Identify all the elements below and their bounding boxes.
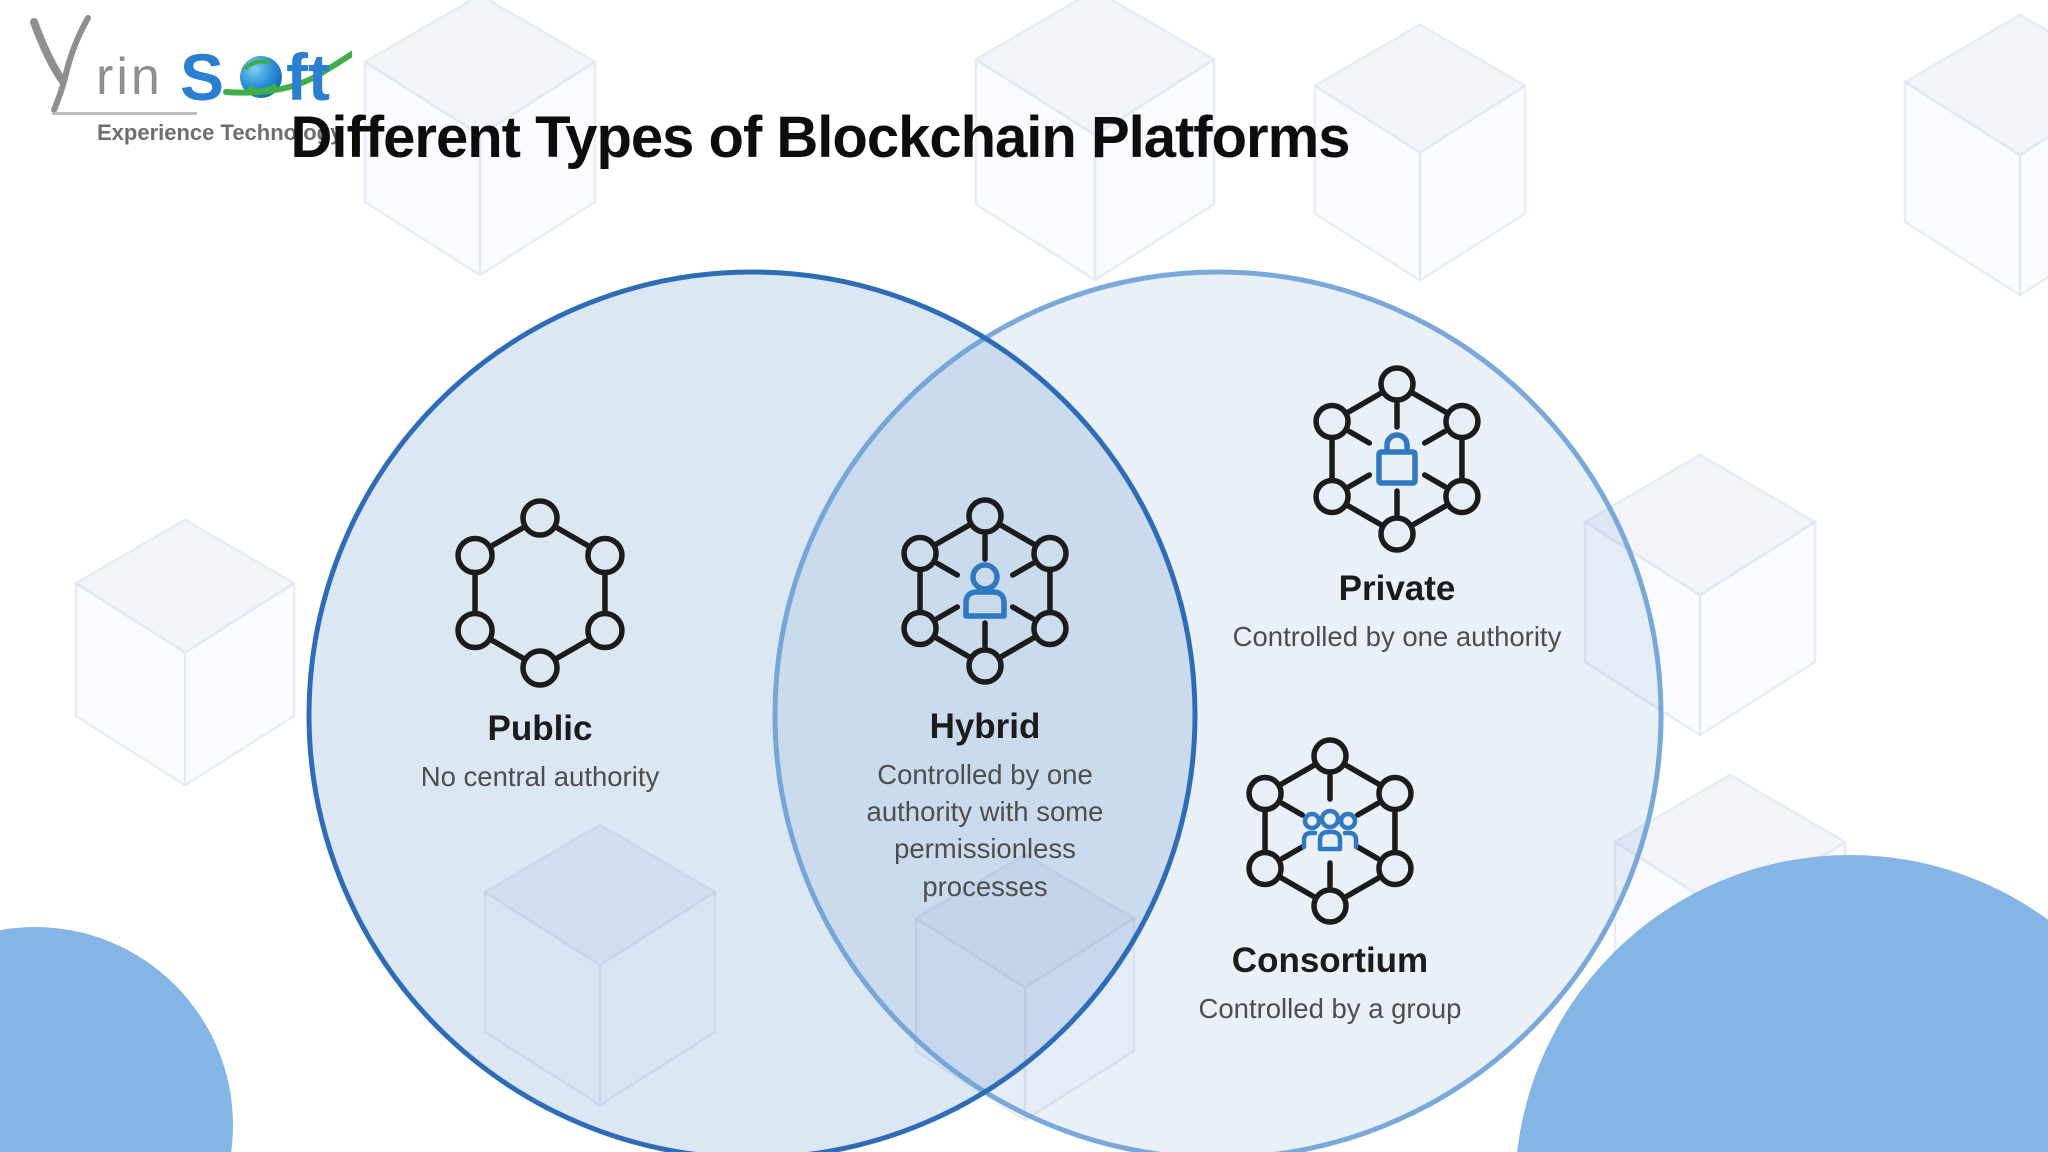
- cube-decoration-icon: [1902, 13, 2048, 297]
- venn-label-consortium: Consortium: [1231, 941, 1429, 980]
- hexagon-network-icon: [455, 498, 625, 688]
- group-icon: [1301, 808, 1359, 852]
- logo-text-s: S: [180, 40, 224, 114]
- logo-text-ft: ft: [286, 40, 330, 114]
- venn-description-hybrid: Controlled by one authority with some pe…: [866, 758, 1104, 902]
- vrinsoft-globe-logo-icon: rin S ft Experience Technology: [30, 15, 352, 145]
- venn-label-hybrid: Hybrid: [929, 707, 1041, 746]
- venn-description-public: No central authority: [420, 760, 660, 792]
- venn-left-circle: [306, 269, 1198, 1152]
- cube-decoration-icon: [1582, 453, 1818, 737]
- venn-item-private: Private Controlled by one authority: [1222, 364, 1572, 655]
- person-icon: [963, 562, 1007, 619]
- venn-description-consortium: Controlled by a group: [1198, 992, 1462, 1024]
- lock-icon: [1376, 432, 1418, 486]
- cube-decoration-icon: [73, 518, 297, 787]
- venn-item-hybrid: Hybrid Controlled by one authority with …: [845, 496, 1125, 905]
- venn-item-public: Public No central authority: [390, 498, 690, 795]
- cube-decoration-icon: [1312, 23, 1528, 282]
- logo-tagline: Experience Technology: [97, 120, 343, 145]
- venn-description-private: Controlled by one authority: [1232, 620, 1562, 652]
- page-title: Different Types of Blockchain Platforms: [290, 105, 1351, 170]
- hexagon-network-lock-icon: [1313, 365, 1481, 553]
- venn-item-consortium: Consortium Controlled by a group: [1155, 736, 1505, 1027]
- logo-text-rin: rin: [96, 48, 163, 106]
- hexagon-network-group-icon: [1246, 737, 1414, 925]
- hexagon-network-person-icon: [901, 497, 1069, 685]
- cube-decoration-icon: [973, 0, 1217, 282]
- cube-decoration-icon: [913, 853, 1137, 1122]
- venn-right-circle: [772, 269, 1664, 1152]
- venn-label-public: Public: [487, 709, 593, 748]
- cube-decoration-icon: [482, 823, 718, 1107]
- venn-label-private: Private: [1338, 569, 1456, 608]
- vrinsoft-logo: rin S ft Experience Technology: [30, 15, 352, 145]
- cube-decoration-icon: [362, 0, 598, 277]
